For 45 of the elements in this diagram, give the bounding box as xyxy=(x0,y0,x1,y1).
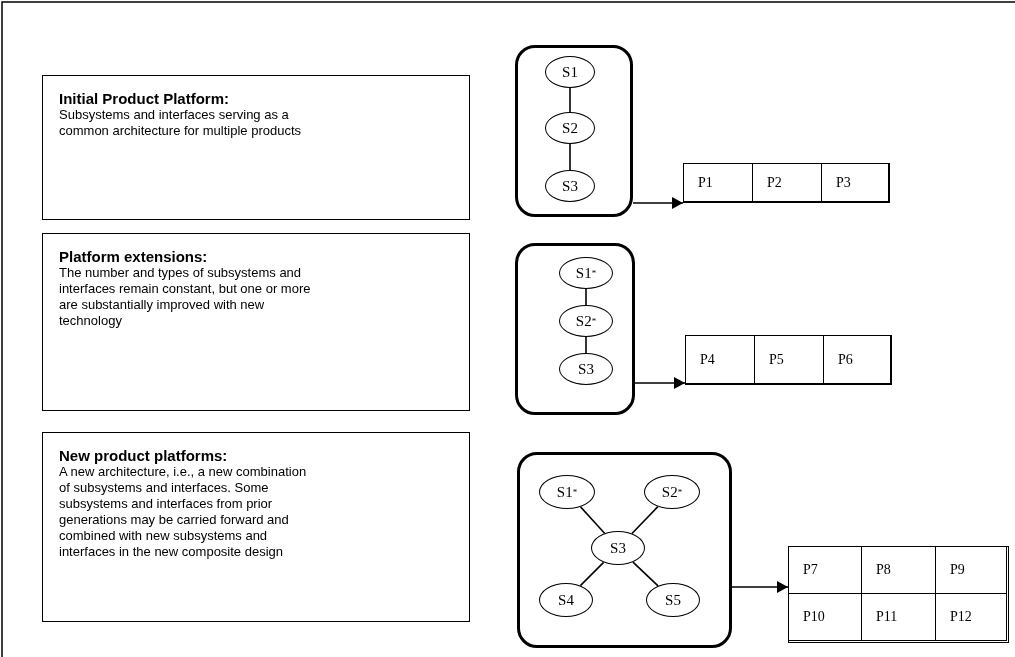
panel-description: The number and types of subsystems and interfaces remain constant, but one or more are substantially improved with new technology xyxy=(59,265,312,329)
subsystem-ellipse: S4 xyxy=(539,583,593,617)
product-cell: P4 xyxy=(686,336,755,384)
connector-line xyxy=(585,288,587,306)
arrow xyxy=(632,197,684,209)
product-cell: P3 xyxy=(822,164,889,202)
subsystem-ellipse: S3 xyxy=(559,353,613,385)
connector-line xyxy=(579,506,606,535)
connector-line xyxy=(569,87,571,113)
text-panel xyxy=(42,233,470,411)
product-cell: P9 xyxy=(936,547,1007,594)
subsystem-ellipse: S3 xyxy=(545,170,595,202)
subsystem-ellipse: S1 xyxy=(545,56,595,88)
platform-container xyxy=(517,452,732,648)
panel-description: Subsystems and interfaces serving as a common architecture for multiple products xyxy=(59,107,303,139)
connector-line xyxy=(585,336,587,354)
product-cell: P11 xyxy=(862,594,936,641)
panel-heading: New product platforms: xyxy=(59,447,229,464)
platform-container xyxy=(515,45,633,217)
product-table xyxy=(788,546,1009,643)
text-panel xyxy=(42,75,470,220)
product-table xyxy=(685,335,892,385)
product-cell: P2 xyxy=(753,164,822,202)
arrow xyxy=(634,377,686,389)
subsystem-ellipse: S5 xyxy=(646,583,700,617)
panel-heading: Initial Product Platform: xyxy=(59,90,230,107)
product-cell: P7 xyxy=(789,547,862,594)
arrow xyxy=(731,581,789,593)
connector-line xyxy=(631,505,659,535)
subsystem-ellipse: S3 xyxy=(591,531,645,565)
platform-container xyxy=(515,243,635,415)
product-cell: P1 xyxy=(684,164,753,202)
product-table xyxy=(683,163,890,203)
connector-line xyxy=(632,561,659,587)
product-cell: P8 xyxy=(862,547,936,594)
subsystem-ellipse: S2 xyxy=(545,112,595,144)
text-panel xyxy=(42,432,470,622)
connector-line xyxy=(569,143,571,171)
product-cell: P10 xyxy=(789,594,862,641)
product-cell: P5 xyxy=(755,336,824,384)
panel-heading: Platform extensions: xyxy=(59,248,209,265)
product-cell: P6 xyxy=(824,336,891,384)
product-cell: P12 xyxy=(936,594,1007,641)
panel-description: A new architecture, i.e., a new combination of subsystems and interfaces. Some subsystems and interfaces from prior generations may be carried forward and combined with new subsystems and interfaces in the new composite design xyxy=(59,464,308,560)
connector-line xyxy=(579,561,605,587)
